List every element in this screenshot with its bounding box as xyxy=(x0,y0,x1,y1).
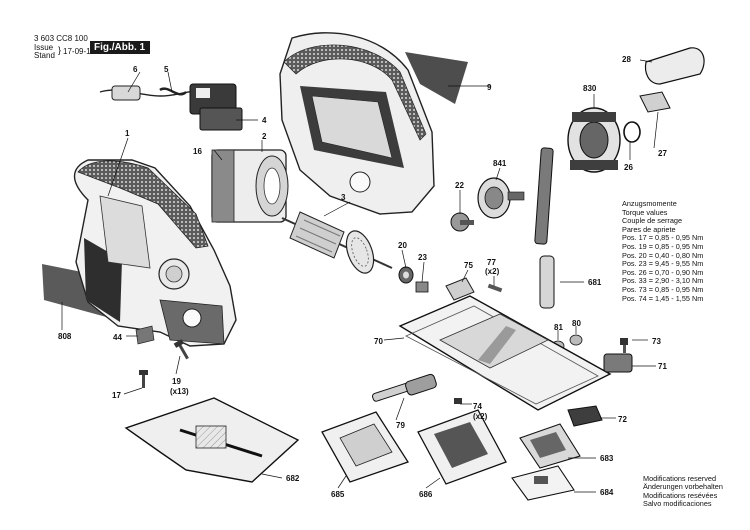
part-label-3: 3 xyxy=(341,193,346,202)
part-label-74: 74 xyxy=(473,402,482,411)
part-684-shape xyxy=(511,465,575,501)
part-label-23: 23 xyxy=(418,253,427,262)
screw-79-shape xyxy=(372,373,437,402)
part-label-70: 70 xyxy=(374,337,383,346)
part-label-16: 16 xyxy=(193,147,202,156)
gear-housing-830-shape xyxy=(567,107,621,173)
mod-line: Salvo modificaciones xyxy=(643,499,712,509)
lever-75-shape xyxy=(445,277,475,301)
part-label-681: 681 xyxy=(588,278,602,287)
dust-nozzle-28-shape xyxy=(644,47,705,85)
part-label-80: 80 xyxy=(572,319,581,328)
leader-lines xyxy=(61,59,659,493)
torque-line: Pos. 74 = 1,45 - 1,55 Nm xyxy=(622,293,704,303)
torque-line: Pos. 19 = 0,85 - 0,95 Nm xyxy=(622,241,704,251)
part-label-19: 19 xyxy=(172,377,181,386)
part-label-81: 81 xyxy=(554,323,563,332)
figure-label: Fig./Abb. 1 xyxy=(90,41,150,54)
torque-line: Anzugsmomente xyxy=(622,199,677,208)
torque-line: Pos. 26 = 0,70 - 0,90 Nm xyxy=(622,267,704,277)
part-label-77: 77 xyxy=(487,258,496,267)
gear-22-shape xyxy=(450,212,474,232)
stator-2-shape xyxy=(211,149,289,223)
part-label-75: 75 xyxy=(464,261,473,270)
screw-19-shape xyxy=(173,339,189,360)
cord-switch-shape xyxy=(99,83,243,131)
armature-3-shape xyxy=(281,211,393,274)
part-label-26: 26 xyxy=(624,163,633,172)
bearing-20-shape xyxy=(398,266,414,284)
part-label-841: 841 xyxy=(493,159,507,168)
part-label-72: 72 xyxy=(618,415,627,424)
part-label-22: 22 xyxy=(455,181,464,190)
part-label-682: 682 xyxy=(286,474,300,483)
part-label-79: 79 xyxy=(396,421,405,430)
pin-77-shape xyxy=(487,283,503,293)
modifications-note: Modifications reserved Änderungen vorbeh… xyxy=(643,474,723,509)
issue-label: Issue xyxy=(34,43,54,52)
plunger-681-shape xyxy=(534,147,555,309)
part-71-shape xyxy=(603,353,633,373)
part-label-17: 17 xyxy=(112,391,121,400)
housing-1-shape xyxy=(73,159,237,347)
label-9-shape xyxy=(405,52,468,104)
issue-date: 17-09-12 xyxy=(63,47,96,56)
part-label-2: 2 xyxy=(262,132,267,141)
part-label-9: 9 xyxy=(487,83,492,92)
housing-half-shape xyxy=(279,32,435,215)
part-label-27: 27 xyxy=(658,149,667,158)
torque-line: Pos. 23 = 9,45 - 9,55 Nm xyxy=(622,259,704,269)
bracket: } xyxy=(58,45,62,55)
part-label-44: 44 xyxy=(113,333,122,342)
torque-values: Anzugsmomente Torque values Couple de se… xyxy=(622,199,704,303)
torque-line: Pos. 73 = 0,85 - 0,95 Nm xyxy=(622,284,704,294)
part-label-20: 20 xyxy=(398,241,407,250)
part-label-4: 4 xyxy=(262,116,267,125)
torque-line: Pos. 20 = 0,40 - 0,80 Nm xyxy=(622,250,704,260)
part-label-684: 684 xyxy=(600,488,614,497)
part-label-683: 683 xyxy=(600,454,614,463)
screw-17-shape xyxy=(139,370,148,388)
sole-682-shape xyxy=(124,397,300,483)
part-label-830: 830 xyxy=(583,84,597,93)
part-label-808: 808 xyxy=(58,332,72,341)
ring-26-shape xyxy=(623,121,641,143)
mod-line: Änderungen vorbehalten xyxy=(643,482,723,492)
gear-841-shape xyxy=(477,177,525,219)
part-label-28: 28 xyxy=(622,55,631,64)
torque-line: Couple de serrage xyxy=(622,216,683,226)
stand-label: Stand xyxy=(34,51,55,60)
insert-685-shape xyxy=(321,411,409,483)
part-label-6: 6 xyxy=(133,65,138,74)
part-label-71: 71 xyxy=(658,362,667,371)
nut-23-shape xyxy=(415,281,429,293)
part-labels: 6 5 4 2 16 1 3 9 808 44 17 19 (x13) 20 2… xyxy=(58,55,667,499)
part-label-74-qty: (x2) xyxy=(473,412,488,421)
part-72-shape xyxy=(567,405,603,427)
part-label-73: 73 xyxy=(652,337,661,346)
part-label-77-qty: (x2) xyxy=(485,267,500,276)
part-label-686: 686 xyxy=(419,490,433,499)
pad-44-shape xyxy=(135,325,155,345)
torque-line: Pos. 33 = 2,90 - 3,10 Nm xyxy=(622,276,704,286)
screw-74-shape xyxy=(454,398,462,404)
part-683-shape xyxy=(519,423,581,469)
mod-line: Modifications reserved xyxy=(643,474,717,483)
torque-line: Torque values xyxy=(622,207,668,217)
torque-line: Pos. 17 = 0,85 - 0,95 Nm xyxy=(622,233,704,243)
part-label-1: 1 xyxy=(125,129,130,138)
mod-line: Modifications resévées xyxy=(643,490,718,500)
part-80-shape xyxy=(569,334,583,346)
screw-73-shape xyxy=(620,338,628,353)
base-plate-70-shape xyxy=(398,295,612,411)
part-label-685: 685 xyxy=(331,490,345,499)
part-27-shape xyxy=(639,91,671,113)
insert-686-shape xyxy=(417,409,507,485)
doc-number: 3 603 CC8 100 xyxy=(34,34,88,43)
torque-line: Pares de apriete xyxy=(622,224,676,234)
part-label-5: 5 xyxy=(164,65,169,74)
part-label-19-qty: (x13) xyxy=(170,387,189,396)
